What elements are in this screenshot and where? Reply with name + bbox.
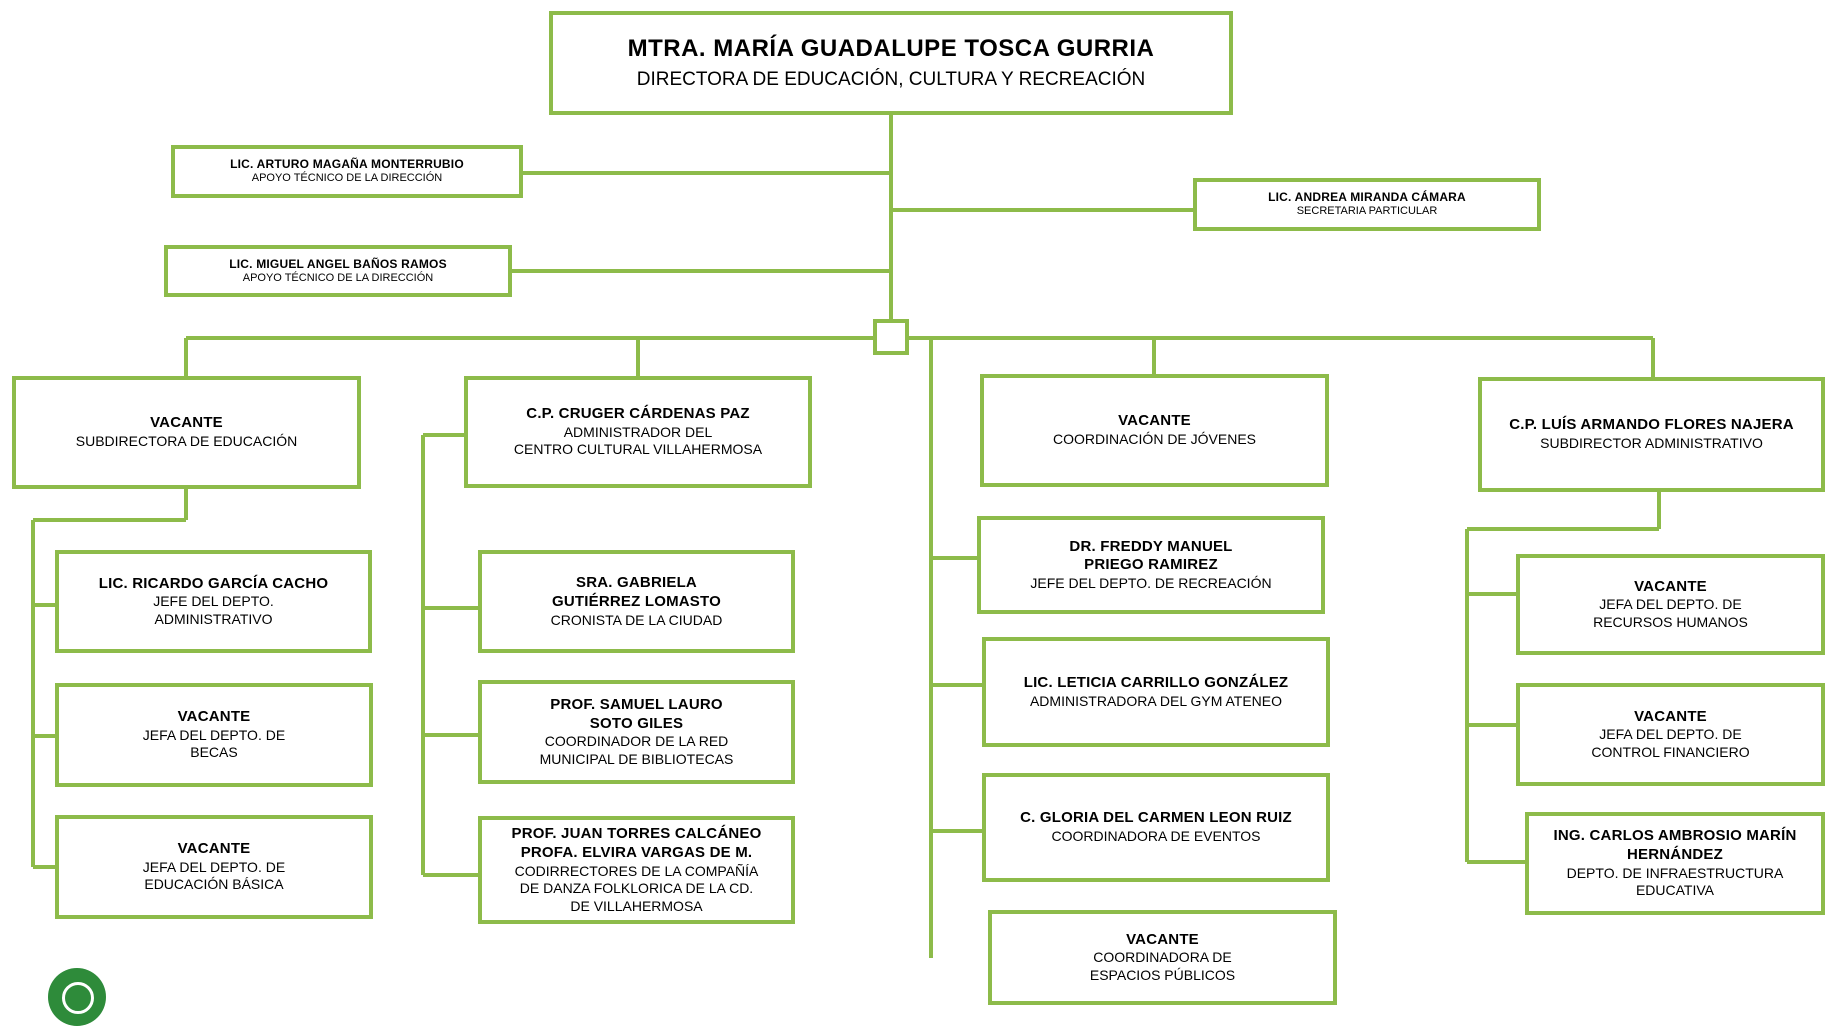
dept-role: COORDINADORA DE EVENTOS [1051, 828, 1261, 845]
dept-box: LIC. LETICIA CARRILLO GONZÁLEZ ADMINISTR… [982, 637, 1330, 747]
dept-box: DR. FREDDY MANUEL PRIEGO RAMIREZ JEFE DE… [977, 516, 1325, 614]
dept-box: SRA. GABRIELA GUTIÉRREZ LOMASTO CRONISTA… [478, 550, 795, 653]
staff-box: LIC. ARTURO MAGAÑA MONTERRUBIO APOYO TÉC… [171, 145, 523, 198]
connector-lines [31, 115, 1661, 958]
dept-role: JEFE DEL DEPTO. ADMINISTRATIVO [153, 593, 274, 627]
dept-box: C. GLORIA DEL CARMEN LEON RUIZ COORDINAD… [982, 773, 1330, 882]
staff-role: SECRETARIA PARTICULAR [1296, 205, 1438, 218]
director-name: MTRA. MARÍA GUADALUPE TOSCA GURRIA [627, 35, 1155, 63]
dept-box: LIC. RICARDO GARCÍA CACHO JEFE DEL DEPTO… [55, 550, 372, 653]
dept-box: PROF. SAMUEL LAURO SOTO GILES COORDINADO… [478, 680, 795, 784]
dept-role: COORDINADORA DE ESPACIOS PÚBLICOS [1089, 949, 1236, 983]
director-box: MTRA. MARÍA GUADALUPE TOSCA GURRIA DIREC… [549, 11, 1233, 115]
branch-head-box: VACANTE COORDINACIÓN DE JÓVENES [980, 374, 1329, 487]
branch-head-box: VACANTE SUBDIRECTORA DE EDUCACIÓN [12, 376, 361, 489]
dept-role: DEPTO. DE INFRAESTRUCTURA EDUCATIVA [1566, 864, 1784, 899]
dept-name: LIC. RICARDO GARCÍA CACHO [98, 574, 329, 592]
director-role: DIRECTORA DE EDUCACIÓN, CULTURA Y RECREA… [636, 69, 1146, 91]
dept-role: CODIRRECTORES DE LA COMPAÑÍA DE DANZA FO… [514, 862, 759, 914]
staff-name: LIC. ANDREA MIRANDA CÁMARA [1268, 190, 1466, 205]
branch-head-box: C.P. CRUGER CÁRDENAS PAZ ADMINISTRADOR D… [464, 376, 812, 488]
dept-role: ADMINISTRADORA DEL GYM ATENEO [1029, 692, 1283, 709]
branch-head-role: COORDINACIÓN DE JÓVENES [1052, 431, 1257, 448]
dept-name: VACANTE [177, 708, 251, 726]
dept-box: VACANTE JEFA DEL DEPTO. DE BECAS [55, 683, 373, 787]
branch-head-name: VACANTE [1118, 412, 1191, 430]
staff-role: APOYO TÉCNICO DE LA DIRECCIÓN [242, 271, 434, 284]
branch-head-name: VACANTE [150, 414, 223, 432]
dept-role: JEFA DEL DEPTO. DE RECURSOS HUMANOS [1593, 596, 1748, 630]
staff-box: LIC. MIGUEL ANGEL BAÑOS RAMOS APOYO TÉCN… [164, 245, 512, 297]
dept-role: JEFA DEL DEPTO. DE BECAS [142, 726, 286, 761]
branch-head-name: C.P. LUÍS ARMANDO FLORES NAJERA [1509, 416, 1794, 434]
dept-name: C. GLORIA DEL CARMEN LEON RUIZ [1020, 809, 1292, 827]
dept-name: SRA. GABRIELA GUTIÉRREZ LOMASTO [552, 574, 721, 610]
dept-role: JEFE DEL DEPTO. DE RECREACIÓN [1030, 575, 1272, 591]
dept-name: VACANTE [1126, 930, 1199, 948]
logo-icon [48, 968, 106, 1026]
staff-name: LIC. ARTURO MAGAÑA MONTERRUBIO [230, 157, 464, 172]
dept-name: VACANTE [1634, 577, 1707, 595]
dept-name: ING. CARLOS AMBROSIO MARÍN HERNÁNDEZ [1553, 827, 1797, 863]
branch-head-box: C.P. LUÍS ARMANDO FLORES NAJERA SUBDIREC… [1478, 377, 1825, 492]
dept-role: CRONISTA DE LA CIUDAD [550, 611, 723, 628]
staff-name: LIC. MIGUEL ANGEL BAÑOS RAMOS [229, 256, 447, 271]
branch-head-role: SUBDIRECTOR ADMINISTRATIVO [1540, 435, 1763, 452]
dept-name: DR. FREDDY MANUEL PRIEGO RAMIREZ [1069, 537, 1233, 574]
dept-role: JEFA DEL DEPTO. DE EDUCACIÓN BÁSICA [142, 858, 286, 893]
branch-head-name: C.P. CRUGER CÁRDENAS PAZ [526, 405, 750, 423]
dept-name: VACANTE [1634, 707, 1707, 725]
dept-box: PROF. JUAN TORRES CALCÁNEO PROFA. ELVIRA… [478, 816, 795, 924]
branch-head-role: ADMINISTRADOR DEL CENTRO CULTURAL VILLAH… [513, 423, 763, 458]
dept-box: VACANTE JEFA DEL DEPTO. DE EDUCACIÓN BÁS… [55, 815, 373, 919]
staff-box: LIC. ANDREA MIRANDA CÁMARA SECRETARIA PA… [1193, 178, 1541, 231]
dept-name: PROF. SAMUEL LAURO SOTO GILES [550, 695, 723, 732]
dept-box: VACANTE COORDINADORA DE ESPACIOS PÚBLICO… [988, 910, 1337, 1005]
dept-role: JEFA DEL DEPTO. DE CONTROL FINANCIERO [1591, 726, 1750, 760]
dept-name: VACANTE [177, 840, 251, 858]
dept-name: PROF. JUAN TORRES CALCÁNEO PROFA. ELVIRA… [511, 825, 762, 861]
dept-role: COORDINADOR DE LA RED MUNICIPAL DE BIBLI… [539, 733, 734, 767]
staff-role: APOYO TÉCNICO DE LA DIRECCIÓN [251, 172, 443, 185]
dept-name: LIC. LETICIA CARRILLO GONZÁLEZ [1023, 673, 1289, 691]
dept-box: VACANTE JEFA DEL DEPTO. DE CONTROL FINAN… [1516, 683, 1825, 786]
branch-head-role: SUBDIRECTORA DE EDUCACIÓN [75, 433, 298, 450]
dept-box: VACANTE JEFA DEL DEPTO. DE RECURSOS HUMA… [1516, 554, 1825, 655]
dept-box: ING. CARLOS AMBROSIO MARÍN HERNÁNDEZ DEP… [1525, 812, 1825, 915]
